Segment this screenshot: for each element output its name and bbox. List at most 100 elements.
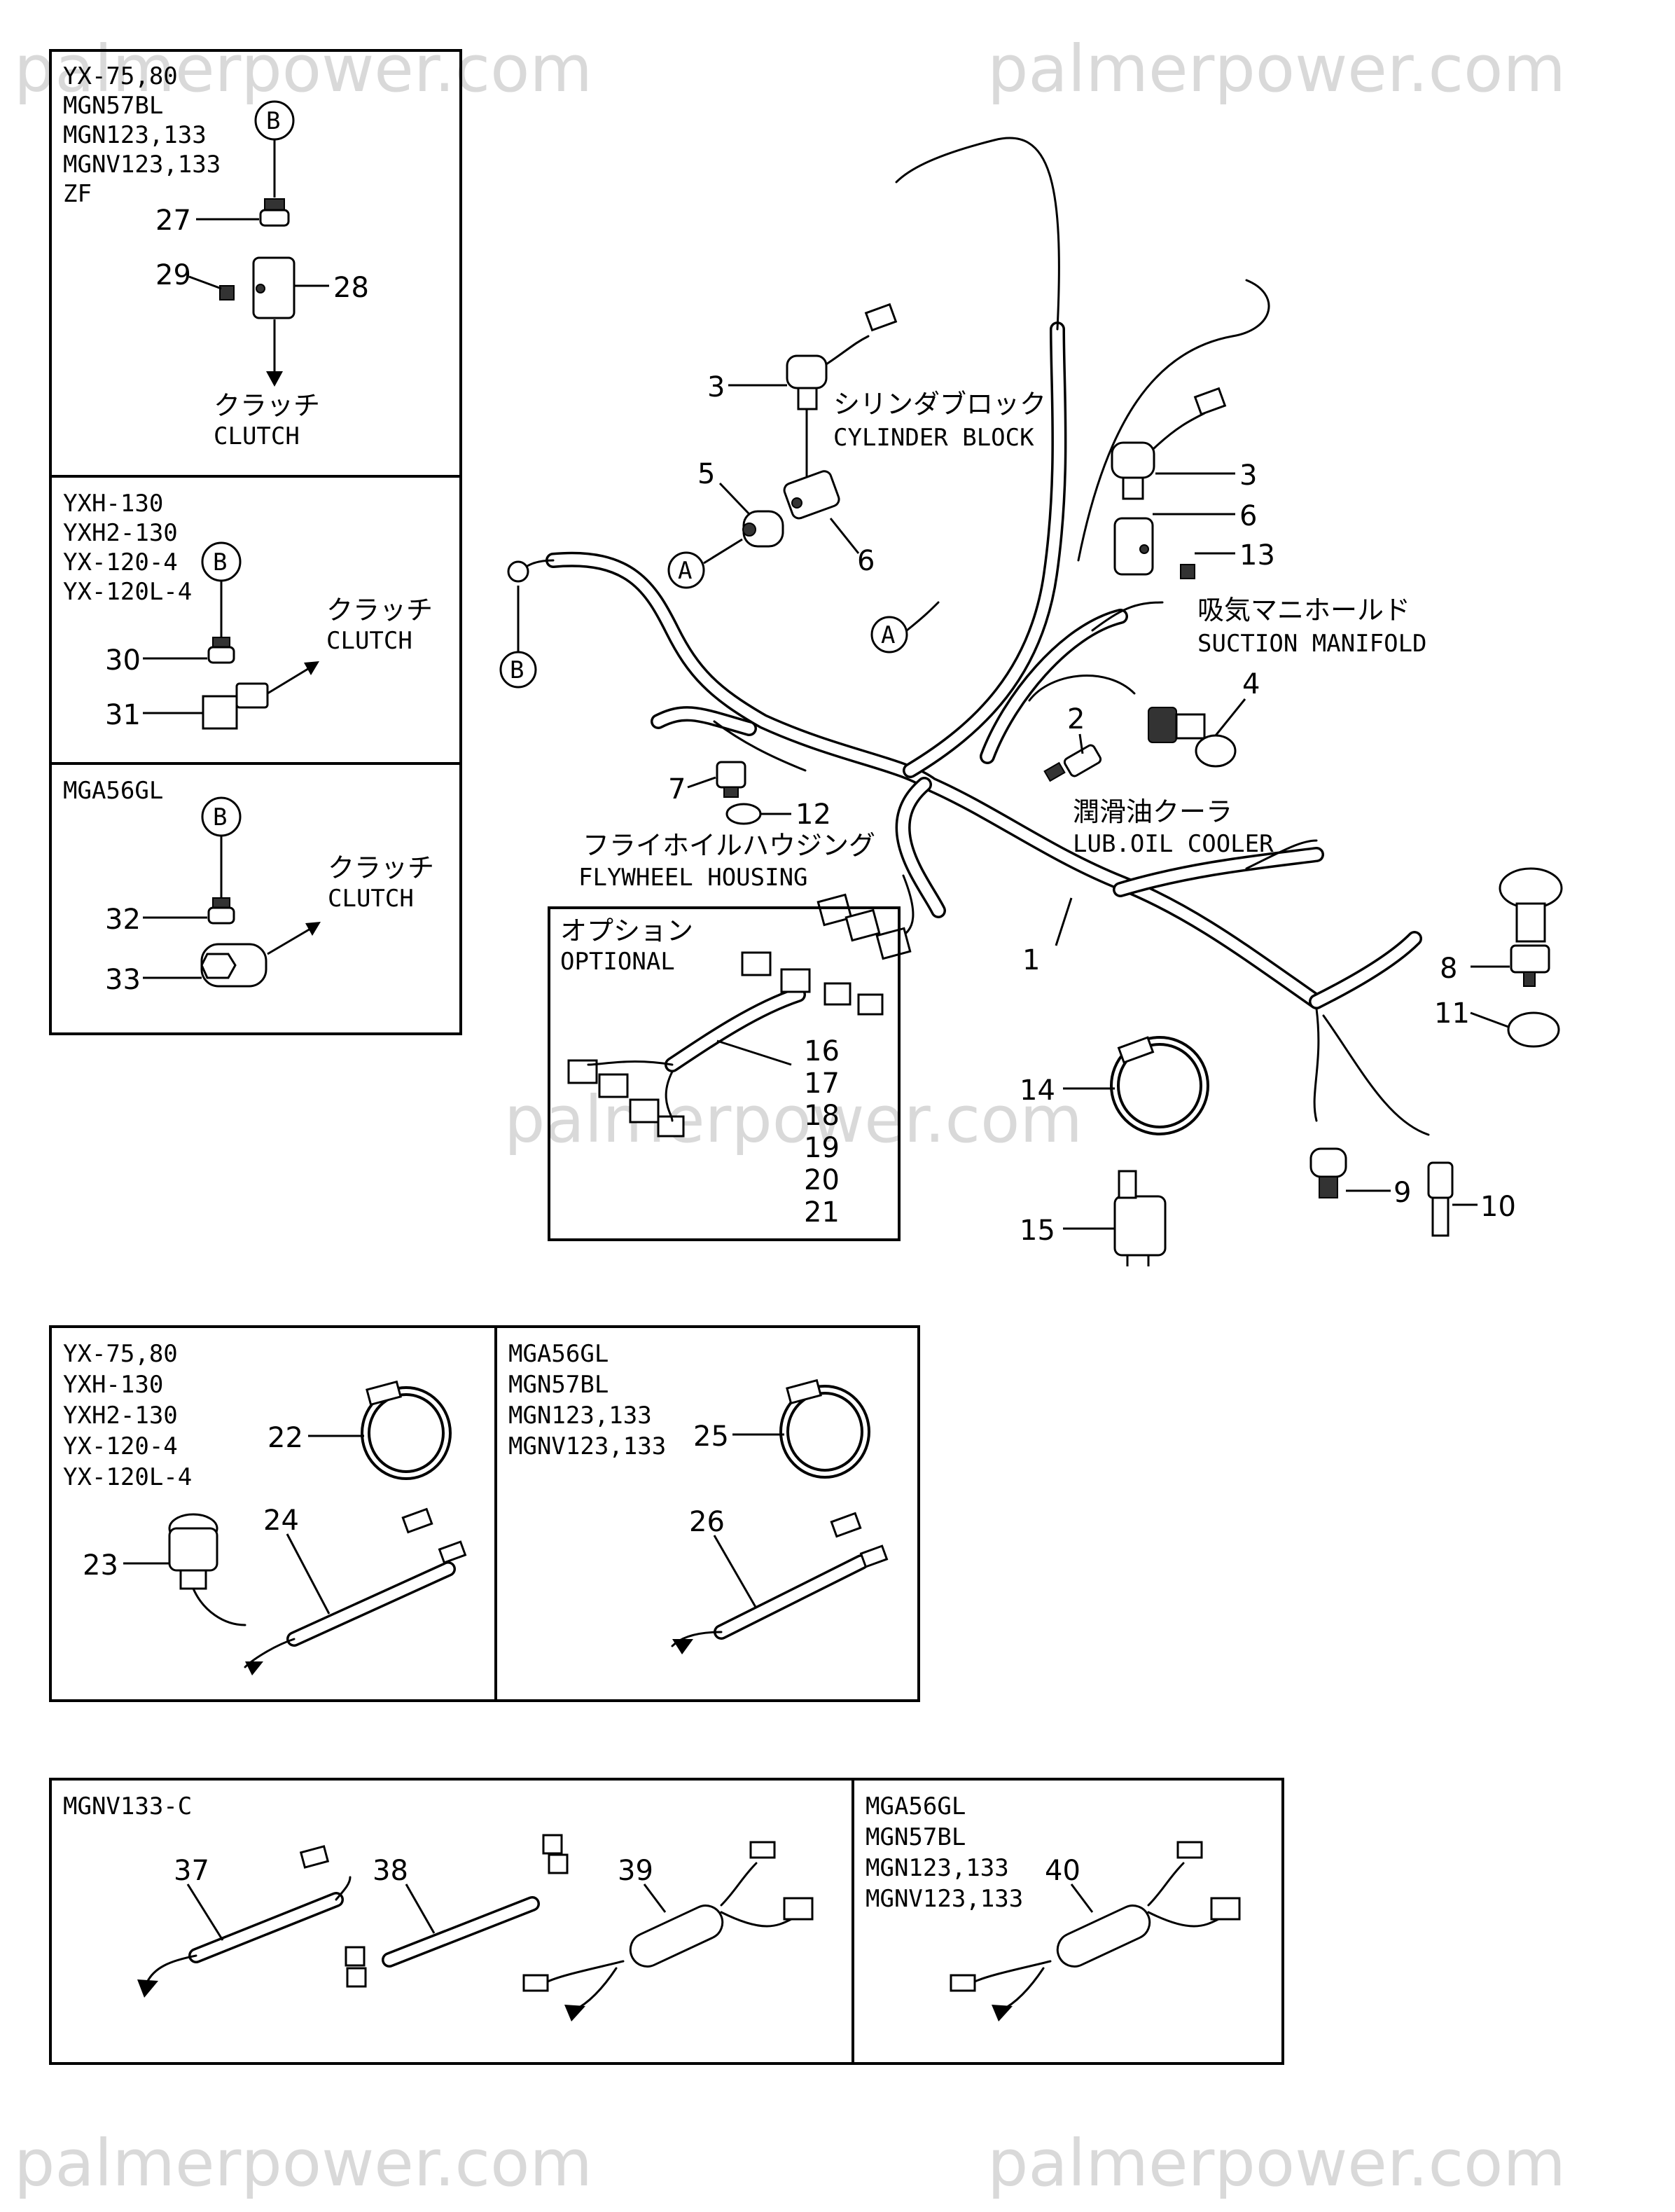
callout-7: 7 <box>668 773 686 806</box>
ref-a-label: A <box>881 621 895 649</box>
pressure-switch-9 <box>1309 1147 1347 1198</box>
flywheel-housing-en: FLYWHEEL HOUSING <box>578 864 808 892</box>
clutch-jp-3: クラッチ <box>328 852 434 883</box>
inset-bottom-3-model-1: MGNV133-C <box>63 1792 192 1820</box>
ref-b-label: B <box>213 803 227 831</box>
callout-3-right: 3 <box>1239 459 1257 492</box>
inset-bottom-2-model-4: MGNV123,133 <box>508 1432 666 1460</box>
ref-b-label: B <box>510 656 524 684</box>
callout-30: 30 <box>105 644 141 677</box>
inset-bottom-1-model-1: YX-75,80 <box>63 1340 178 1368</box>
clutch-jp-1: クラッチ <box>214 390 320 421</box>
callout-1: 1 <box>1022 944 1040 976</box>
inset-bottom-2-model-3: MGN123,133 <box>508 1402 652 1430</box>
inset-left-2-model-2: YXH2-130 <box>63 519 178 547</box>
adapter-28 <box>252 256 296 319</box>
watermark-bottom-right: palmerpower.com <box>987 2126 1566 2201</box>
inset-bottom-1-model-2: YXH-130 <box>63 1371 163 1399</box>
inset-bottom-1: YX-75,80 YXH-130 YXH2-130 YX-120-4 YX-12… <box>49 1325 497 1702</box>
inset-left-3: MGA56GL B 32 33 クラッチ CLUTCH <box>49 762 462 1035</box>
arrow-down-icon <box>266 371 283 387</box>
callout-23: 23 <box>83 1549 118 1582</box>
callout-15: 15 <box>1020 1215 1055 1247</box>
ref-a-circle <box>870 616 908 654</box>
pressure-sensor-5 <box>742 510 784 548</box>
sender-8 <box>1499 867 1563 987</box>
inset-bottom-2-model-2: MGN57BL <box>508 1371 609 1399</box>
pressure-switch-32 <box>207 897 235 925</box>
ref-a-circle <box>667 551 705 589</box>
watermark-top-left: palmerpower.com <box>14 32 592 106</box>
inset-optional: オプション OPTIONAL 16 17 18 19 20 21 <box>548 906 901 1241</box>
callout-33: 33 <box>105 964 141 996</box>
inset-left-1-model-5: ZF <box>63 180 92 208</box>
inset-bottom-2: MGA56GL MGN57BL MGN123,133 MGNV123,133 2… <box>494 1325 920 1702</box>
inset-left-1-model-4: MGNV123,133 <box>63 151 221 179</box>
inset-bottom-2-model-1: MGA56GL <box>508 1340 609 1368</box>
callout-40: 40 <box>1045 1855 1080 1887</box>
callout-28: 28 <box>333 272 369 304</box>
inset-left-3-model-1: MGA56GL <box>63 777 163 805</box>
cylinder-block-jp: シリンダブロック <box>833 389 1046 420</box>
callout-39: 39 <box>618 1855 653 1887</box>
temperature-sensor-4 <box>1148 707 1237 768</box>
callout-10: 10 <box>1480 1191 1516 1223</box>
arrow-icon <box>304 661 319 675</box>
arrow-icon <box>305 922 321 936</box>
callout-6-right: 6 <box>1239 500 1257 532</box>
callout-27: 27 <box>155 205 191 237</box>
pressure-switch-7 <box>716 761 746 798</box>
callout-3-upper: 3 <box>707 371 725 403</box>
inset-bottom-4: MGA56GL MGN57BL MGN123,133 MGNV123,133 4… <box>852 1778 1284 2065</box>
gasket-12 <box>725 803 762 825</box>
pressure-switch-30 <box>207 637 235 664</box>
pressure-sensor-3-right <box>1111 387 1227 500</box>
relay-15 <box>1113 1170 1167 1266</box>
callout-17: 17 <box>804 1067 840 1100</box>
callout-5: 5 <box>697 458 715 490</box>
inset-bottom-1-model-3: YXH2-130 <box>63 1402 178 1430</box>
hose-band-22 <box>361 1380 452 1480</box>
flywheel-connectors <box>816 893 912 960</box>
hose-band-14 <box>1110 1036 1209 1135</box>
callout-12: 12 <box>795 799 831 831</box>
adapter-31 <box>202 682 269 730</box>
callout-22: 22 <box>267 1422 303 1454</box>
inset-left-2-model-4: YX-120L-4 <box>63 578 192 606</box>
inset-left-2-model-3: YX-120-4 <box>63 548 178 576</box>
ref-b-label: B <box>213 548 227 576</box>
callout-19: 19 <box>804 1132 840 1164</box>
watermark-center: palmerpower.com <box>504 1082 1083 1157</box>
inset-left-1-model-1: YX-75,80 <box>63 62 178 90</box>
callout-8: 8 <box>1440 953 1457 985</box>
callout-16: 16 <box>804 1035 840 1067</box>
pressure-sensor-3-upper <box>786 303 898 410</box>
inset-left-2: YXH-130 YXH2-130 YX-120-4 YX-120L-4 B 30… <box>49 475 462 765</box>
callout-18: 18 <box>804 1100 840 1132</box>
sensor-2 <box>1043 744 1102 782</box>
inset-bottom-1-model-5: YX-120L-4 <box>63 1463 192 1491</box>
adapter-6-right <box>1113 517 1154 576</box>
callout-37: 37 <box>174 1855 209 1887</box>
callout-25: 25 <box>693 1420 729 1453</box>
plug-13 <box>1180 564 1195 579</box>
lub-oil-cooler-en: LUB.OIL COOLER <box>1073 830 1274 858</box>
ref-a-label: A <box>678 557 692 585</box>
inset-bottom-4-model-1: MGA56GL <box>866 1792 966 1820</box>
clutch-en-3: CLUTCH <box>328 885 414 913</box>
clutch-jp-2: クラッチ <box>326 595 433 625</box>
inset-left-1-model-3: MGN123,133 <box>63 121 207 149</box>
lub-oil-cooler-jp: 潤滑油クーラ <box>1073 796 1232 827</box>
gasket-11 <box>1507 1011 1560 1048</box>
buzzer-23 <box>168 1513 218 1590</box>
plug-29 <box>219 285 235 300</box>
main-wiring-harness-1 <box>517 137 1430 1136</box>
watermark-top-right: palmerpower.com <box>987 32 1566 106</box>
callout-13: 13 <box>1239 539 1275 572</box>
callout-38: 38 <box>373 1855 408 1887</box>
callout-9: 9 <box>1393 1177 1411 1209</box>
ref-b-label: B <box>266 107 280 135</box>
callout-21: 21 <box>804 1196 840 1229</box>
callout-14: 14 <box>1020 1074 1055 1107</box>
